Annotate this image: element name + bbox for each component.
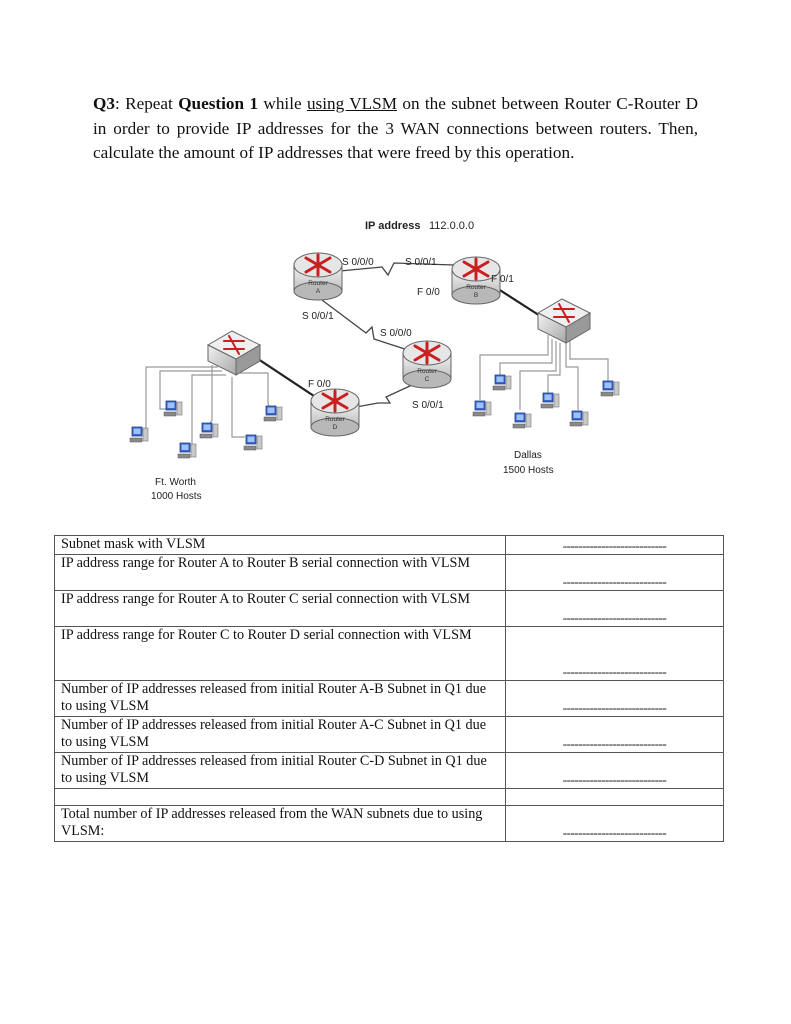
router-c-label: Router: [417, 368, 437, 375]
ftworth-lan-wiring: [138, 365, 271, 446]
router-c-s001-label: S 0/0/1: [412, 400, 444, 411]
ftworth-pc-icon: [177, 442, 197, 459]
dallas-hosts-label: 1500 Hosts: [503, 465, 554, 476]
ftworth-pc-icon: [199, 422, 219, 439]
network-diagram: IP address 112.0.0.0 Router A: [0, 205, 791, 515]
question-text-part: : Repeat: [114, 94, 179, 113]
question-text-part: on the subnet between Router C-Router D …: [93, 94, 698, 162]
row-label: Number of IP addresses released from ini…: [54, 679, 506, 717]
answer-field[interactable]: ---------------------------: [505, 535, 724, 555]
row-label: IP address range for Router A to Router …: [54, 553, 506, 591]
row-label: Number of IP addresses released from ini…: [54, 715, 506, 753]
vlsm-underlined: using VLSM: [306, 94, 397, 113]
table-row: Number of IP addresses released from ini…: [54, 679, 724, 717]
router-c-icon: Router C: [402, 340, 452, 389]
dallas-pc-icon: [600, 380, 620, 397]
answer-field[interactable]: ---------------------------: [505, 804, 724, 842]
ip-address-value: 112.0.0.0: [429, 220, 474, 232]
answer-table: Subnet mask with VLSM ------------------…: [54, 535, 724, 842]
serial-link-c-d: [355, 384, 413, 408]
table-row: Number of IP addresses released from ini…: [54, 715, 724, 753]
ftworth-name-label: Ft. Worth: [155, 477, 196, 488]
answer-field[interactable]: ---------------------------: [505, 751, 724, 789]
router-d-letter: D: [333, 424, 338, 431]
router-a-letter: A: [316, 288, 321, 295]
ftworth-pc-icon: [263, 405, 283, 422]
question-text-part: while: [258, 94, 307, 113]
row-label: IP address range for Router A to Router …: [54, 589, 506, 627]
table-row: IP address range for Router C to Router …: [54, 625, 724, 681]
answer-field[interactable]: ---------------------------: [505, 625, 724, 681]
answer-field[interactable]: ---------------------------: [505, 679, 724, 717]
router-b-f01-label: F 0/1: [491, 274, 514, 285]
router-a-s000-label: S 0/0/0: [342, 257, 374, 268]
router-b-letter: B: [474, 292, 478, 299]
router-d-icon: Router D: [310, 388, 360, 437]
dallas-pc-icon: [512, 412, 532, 429]
router-c-s000-label: S 0/0/0: [380, 328, 412, 339]
table-row: [54, 787, 724, 806]
dallas-name-label: Dallas: [514, 450, 542, 461]
table-row: IP address range for Router A to Router …: [54, 589, 724, 627]
router-d-f00-label: F 0/0: [308, 379, 331, 390]
answer-field[interactable]: [505, 787, 724, 806]
row-label: Total number of IP addresses released fr…: [54, 804, 506, 842]
dallas-pc-icon: [492, 374, 512, 391]
answer-field[interactable]: ---------------------------: [505, 553, 724, 591]
ip-address-label: IP address: [365, 220, 420, 232]
ftworth-hosts-label: 1000 Hosts: [151, 491, 202, 502]
row-label: Number of IP addresses released from ini…: [54, 751, 506, 789]
answer-field[interactable]: ---------------------------: [505, 715, 724, 753]
question-text: Q3: Repeat Question 1 while using VLSM o…: [93, 92, 698, 166]
ftworth-pc-icon: [129, 426, 149, 443]
row-label: [54, 787, 506, 806]
serial-link-a-c: [321, 299, 409, 351]
question-label: Q3: [93, 94, 115, 113]
router-c-letter: C: [425, 376, 430, 383]
ftworth-pc-icon: [243, 434, 263, 451]
router-a-icon: Router A: [293, 252, 343, 301]
row-label: Subnet mask with VLSM: [54, 535, 506, 555]
ftworth-switch-icon: [206, 330, 262, 376]
answer-field[interactable]: ---------------------------: [505, 589, 724, 627]
table-row: Total number of IP addresses released fr…: [54, 804, 724, 842]
table-row: Number of IP addresses released from ini…: [54, 751, 724, 789]
row-label: IP address range for Router C to Router …: [54, 625, 506, 681]
table-row: IP address range for Router A to Router …: [54, 553, 724, 591]
dallas-switch-icon: [536, 298, 592, 344]
router-b-label: Router: [466, 284, 486, 291]
question-reference: Question 1: [178, 94, 259, 113]
serial-link-a-b: [339, 262, 455, 277]
dallas-pc-icon: [540, 392, 560, 409]
ftworth-pc-icon: [163, 400, 183, 417]
router-b-f00-label: F 0/0: [417, 287, 440, 298]
router-a-s001-label: S 0/0/1: [302, 311, 334, 322]
router-a-label: Router: [308, 280, 328, 287]
dallas-pc-icon: [569, 410, 589, 427]
ftworth-switch-to-router-d-link: [251, 354, 321, 401]
dallas-pc-icon: [472, 400, 492, 417]
router-d-label: Router: [325, 416, 345, 423]
router-b-s001-label: S 0/0/1: [405, 257, 437, 268]
table-row: Subnet mask with VLSM ------------------…: [54, 535, 724, 555]
router-b-icon: Router B: [451, 256, 501, 305]
dallas-lan-wiring: [479, 335, 609, 410]
